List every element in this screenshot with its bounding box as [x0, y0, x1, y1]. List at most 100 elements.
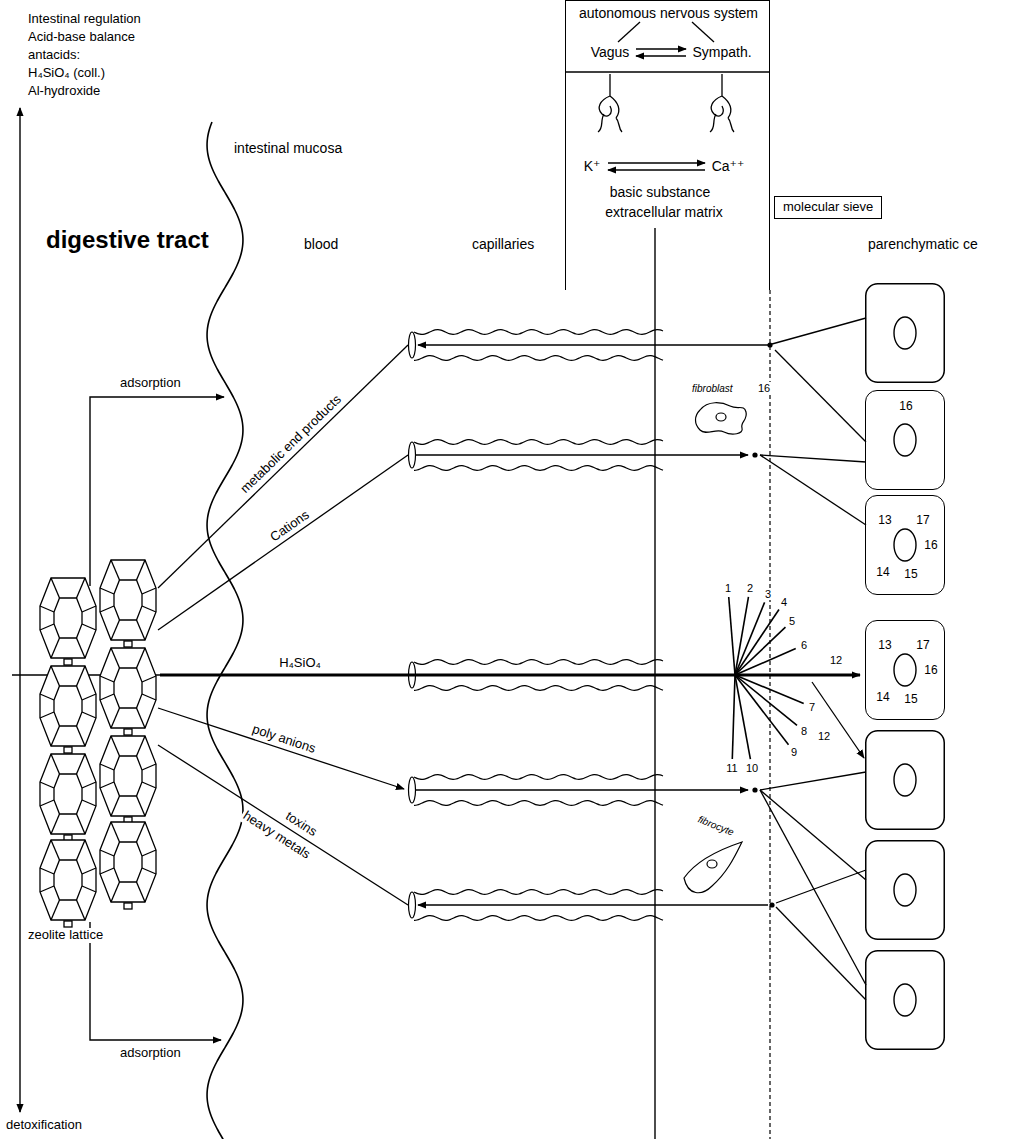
cell-label: fibroblast — [690, 383, 735, 395]
zeolite-lattice — [51, 900, 60, 920]
zeolite-lattice — [137, 796, 146, 816]
zeolite-lattice — [40, 606, 54, 612]
capillary — [414, 440, 663, 445]
zeolite-lattice — [100, 764, 114, 770]
callout-number: 9 — [789, 746, 799, 759]
zeolite-lattice — [82, 694, 96, 700]
zeolite-lattice — [137, 648, 146, 668]
zeolite-lattice — [100, 648, 156, 728]
nerve-label: Vagus — [589, 44, 632, 60]
capillary — [409, 892, 416, 918]
mucosa-line — [207, 122, 243, 1139]
region-title: digestive tract — [44, 226, 211, 254]
callout-number: 12 — [828, 654, 844, 667]
zeolite-lattice — [40, 624, 54, 630]
capillary-flow — [776, 907, 866, 1000]
zeolite-lattice — [40, 694, 54, 700]
parenchymal-cell — [866, 284, 945, 1050]
zeolite-lattice — [77, 578, 86, 598]
zeolite-lattice — [124, 903, 132, 909]
region-label: basic substance — [608, 184, 712, 200]
zeolite-lattice — [40, 560, 156, 927]
flow-label: metabolic end products — [236, 391, 346, 498]
fan-line — [735, 627, 785, 675]
zeolite-lattice — [77, 666, 86, 686]
zeolite-lattice — [77, 814, 86, 834]
cell-nucleus — [894, 654, 916, 686]
connective-cell — [684, 403, 746, 893]
flow-line — [158, 345, 860, 905]
layer-label: blood — [302, 236, 340, 252]
note-text: Al-hydroxide — [26, 84, 102, 99]
zeolite-lattice — [77, 726, 86, 746]
zeolite-lattice — [137, 736, 146, 756]
frame-line — [12, 72, 770, 1139]
connective-cell — [684, 842, 742, 893]
zeolite-lattice — [111, 560, 120, 580]
note-text: Acid-base balance — [26, 30, 137, 45]
callout-number: 10 — [744, 762, 760, 775]
flow-line — [158, 455, 408, 630]
capillary-flow — [760, 790, 866, 985]
zeolite-lattice — [54, 860, 82, 900]
fan-line — [735, 649, 796, 675]
capillary — [414, 801, 663, 806]
zeolite-lattice — [137, 882, 146, 902]
capillary-flow — [760, 772, 866, 790]
zeolite-lattice — [40, 840, 96, 920]
zeolite-lattice — [82, 886, 96, 892]
zeolite-lattice — [64, 921, 72, 927]
callout-number: 12 — [816, 730, 832, 743]
zeolite-lattice — [82, 606, 96, 612]
zeolite-lattice — [100, 782, 114, 788]
zeolite-lattice — [40, 666, 96, 746]
callout-number: 3 — [763, 588, 773, 601]
zeolite-lattice — [51, 666, 60, 686]
zeolite-lattice — [51, 814, 60, 834]
zeolite-lattice — [137, 822, 146, 842]
zeolite-lattice — [100, 868, 114, 874]
cell-nucleus — [894, 529, 916, 561]
callout-number: 4 — [779, 596, 789, 609]
zeolite-lattice — [100, 560, 156, 640]
capillary-flow — [772, 318, 866, 344]
adsorption-arrow — [90, 397, 224, 1040]
nerve-line — [608, 169, 705, 170]
callout-number: 17 — [916, 639, 929, 653]
cell-nucleus — [894, 317, 916, 349]
zeolite-lattice — [142, 764, 156, 770]
zeolite-lattice — [137, 620, 146, 640]
zeolite-lattice — [82, 782, 96, 788]
capillary-flow — [776, 870, 866, 903]
zeolite-lattice — [111, 822, 120, 842]
capillary — [414, 775, 663, 780]
fan-line — [732, 675, 735, 759]
zeolite-lattice — [40, 868, 54, 874]
flow-label: H₄SiO₄ — [277, 656, 323, 671]
zeolite-lattice — [100, 606, 114, 612]
zeolite-lattice — [51, 840, 60, 860]
capillary-flow — [416, 318, 866, 1000]
zeolite-lattice — [142, 868, 156, 874]
flow-label: poly anions — [249, 721, 320, 757]
zeolite-lattice — [124, 641, 132, 647]
cell-nucleus — [894, 424, 916, 456]
connective-cell — [716, 413, 726, 421]
flow-line — [158, 745, 408, 905]
cell-nucleus — [894, 764, 916, 796]
ion-label: Ca⁺⁺ — [710, 158, 747, 174]
fan-line — [729, 597, 804, 759]
nerve-line — [710, 74, 734, 132]
note-text: Intestinal regulation — [26, 12, 143, 27]
fan-line — [735, 675, 750, 759]
zeolite-lattice — [51, 726, 60, 746]
junction-dot — [752, 452, 757, 457]
zeolite-lattice — [100, 850, 114, 856]
callout-number: 17 — [916, 514, 929, 528]
zeolite-lattice — [51, 638, 60, 658]
capillary-flow — [416, 789, 748, 790]
note-text: antacids: — [26, 48, 82, 63]
fan-line — [735, 675, 789, 745]
callout-number: 15 — [904, 693, 917, 707]
parenchymal-cell: 1317161415 — [865, 620, 945, 720]
